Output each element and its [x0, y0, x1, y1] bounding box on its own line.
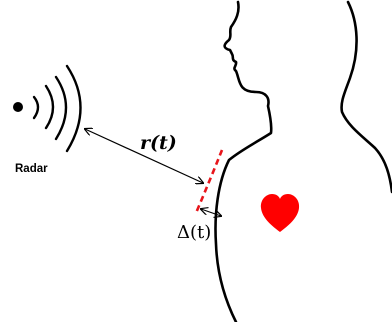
radar-wave-1	[34, 97, 38, 118]
radar-wave-2	[46, 86, 53, 128]
distance-label: r(t)	[140, 132, 177, 154]
radar-label: Radar	[15, 163, 48, 175]
heart-icon	[261, 194, 299, 232]
radar-icon	[13, 66, 81, 151]
radar-wave-3	[56, 77, 66, 139]
displacement-label: Δ(t)	[177, 222, 211, 243]
body-front-outline	[216, 2, 272, 322]
body-back-outline	[342, 2, 392, 192]
radar-emitter-dot	[13, 102, 23, 112]
radar-wave-4	[67, 66, 81, 151]
displacement-arrow	[201, 209, 221, 216]
